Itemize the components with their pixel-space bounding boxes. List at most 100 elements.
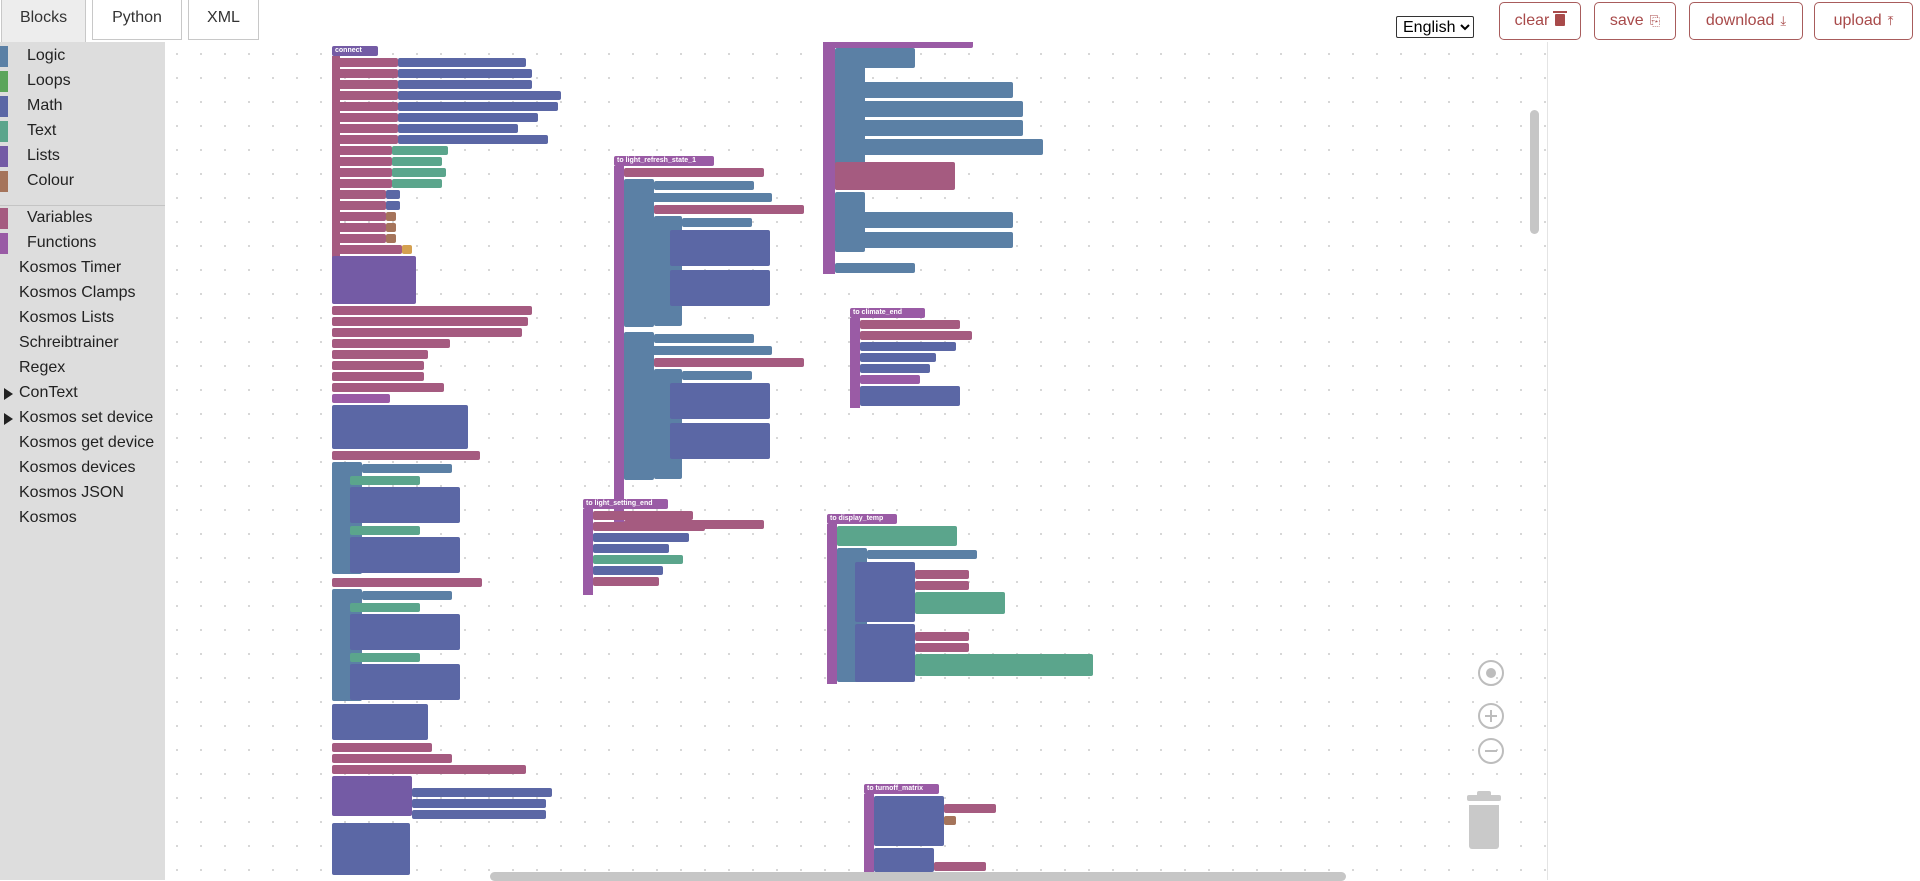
compare-return-block[interactable]	[843, 139, 1043, 155]
set-variable-block[interactable]	[332, 168, 392, 177]
blocks-workspace[interactable]: connect	[165, 42, 1547, 880]
get-uuid-block[interactable]	[398, 102, 558, 111]
category-kosmos-json[interactable]: Kosmos JSON	[0, 481, 165, 505]
set-friendly-name-block[interactable]	[332, 317, 528, 326]
category-kosmos-set-device[interactable]: Kosmos set device	[0, 406, 165, 430]
category-kosmos-get-device[interactable]: Kosmos get device	[0, 431, 165, 455]
print-block[interactable]	[837, 526, 957, 546]
condition-block[interactable]	[867, 550, 977, 559]
set-variable-block[interactable]	[593, 522, 705, 531]
condition-block[interactable]	[362, 591, 452, 600]
block-stack-light-refresh[interactable]: to light_refresh_state_1	[614, 156, 814, 536]
set-variable-block[interactable]	[332, 102, 398, 111]
block-stack-display-temp[interactable]: to display_temp	[827, 514, 1097, 684]
set-friendly-name-block[interactable]	[332, 765, 526, 774]
stop-timer-block[interactable]	[860, 353, 936, 362]
language-select[interactable]: English	[1396, 16, 1474, 38]
colour-block[interactable]	[386, 212, 396, 221]
expand-arrow-icon[interactable]	[4, 413, 13, 425]
set-variable-block[interactable]	[332, 451, 480, 460]
compare-return-block[interactable]	[843, 82, 1013, 98]
save-button[interactable]: save⎘	[1594, 2, 1676, 40]
variable-block[interactable]	[915, 581, 969, 590]
set-variable-block[interactable]	[332, 578, 482, 587]
set-variable-block[interactable]	[332, 212, 386, 221]
get-value-block[interactable]	[835, 162, 955, 190]
vertical-scrollbar[interactable]	[1530, 110, 1539, 234]
delay-block[interactable]	[593, 566, 663, 575]
text-value-block[interactable]	[392, 168, 446, 177]
set-variable-block[interactable]	[332, 190, 386, 199]
category-text[interactable]: Text	[0, 119, 165, 143]
set-variable-block[interactable]	[860, 320, 960, 329]
tab-python[interactable]: Python	[92, 0, 182, 40]
condition-block[interactable]	[642, 193, 772, 202]
create-text-block[interactable]	[915, 654, 1093, 676]
category-math[interactable]: Math	[0, 94, 165, 118]
connect-block[interactable]: connect	[332, 46, 378, 56]
set-variable-block[interactable]	[624, 168, 764, 177]
set-color-block[interactable]	[670, 423, 770, 459]
colour-block[interactable]	[944, 816, 956, 825]
call-refresh-block[interactable]	[593, 577, 659, 586]
condition-block[interactable]	[654, 334, 754, 343]
tab-blocks[interactable]: Blocks	[1, 0, 86, 42]
set-variable-block[interactable]	[654, 205, 804, 214]
category-schreibtrainer[interactable]: Schreibtrainer	[0, 331, 165, 355]
clear-button[interactable]: clear	[1499, 2, 1581, 40]
colour-block[interactable]	[402, 245, 412, 254]
variable-block[interactable]	[915, 570, 969, 579]
set-variable-block[interactable]	[332, 146, 392, 155]
category-kosmos-clamps[interactable]: Kosmos Clamps	[0, 281, 165, 305]
set-variable-block[interactable]	[332, 91, 398, 100]
category-loops[interactable]: Loops	[0, 69, 165, 93]
set-variable-block[interactable]	[332, 339, 450, 348]
variable-block[interactable]	[944, 804, 996, 813]
category-context[interactable]: ConText	[0, 381, 165, 405]
horizontal-scrollbar[interactable]	[490, 872, 1346, 881]
category-variables[interactable]: Variables	[0, 206, 165, 230]
create-list-block[interactable]	[332, 256, 416, 304]
set-variable-block[interactable]	[332, 743, 432, 752]
compare-return-block[interactable]	[843, 101, 1023, 117]
number-block[interactable]	[386, 201, 400, 210]
set-color-block[interactable]	[350, 614, 460, 650]
stop-timer-block[interactable]	[860, 342, 956, 351]
set-variable-block[interactable]	[332, 69, 398, 78]
set-variable-block[interactable]	[332, 80, 398, 89]
print-block[interactable]	[593, 555, 683, 564]
stop-timer-block[interactable]	[593, 544, 669, 553]
get-uuid-block[interactable]	[398, 124, 518, 133]
get-uuid-block[interactable]	[398, 135, 548, 144]
variable-block[interactable]	[915, 643, 969, 652]
set-variable-block[interactable]	[332, 113, 398, 122]
set-variable-block[interactable]	[332, 245, 402, 254]
function-definition-block[interactable]: to display_temp	[827, 514, 897, 524]
get-uuid-block[interactable]	[398, 80, 532, 89]
set-friendly-name-block[interactable]	[332, 328, 522, 337]
set-friendly-name-block[interactable]	[332, 306, 532, 315]
block-stack-light-setting-end[interactable]: to light_setting_end	[583, 499, 713, 595]
category-lists[interactable]: Lists	[0, 144, 165, 168]
get-uuid-block[interactable]	[398, 113, 538, 122]
if-block[interactable]	[624, 332, 654, 480]
function-definition-block[interactable]: to turnoff_matrix	[864, 784, 939, 794]
delay-block[interactable]	[860, 364, 930, 373]
set-variable-block[interactable]	[332, 135, 398, 144]
get-uuid-block[interactable]	[412, 788, 552, 797]
set-color-text-block[interactable]	[855, 624, 915, 682]
if-block[interactable]	[624, 179, 654, 327]
category-kosmos-timer[interactable]: Kosmos Timer	[0, 256, 165, 280]
set-variable-block[interactable]	[860, 331, 972, 340]
variable-block[interactable]	[915, 632, 969, 641]
stop-timer-block[interactable]	[593, 533, 689, 542]
set-color-block[interactable]	[332, 704, 428, 740]
expand-arrow-icon[interactable]	[4, 388, 13, 400]
condition-block[interactable]	[642, 346, 772, 355]
set-variable-block[interactable]	[593, 511, 693, 520]
turn-off-block[interactable]	[874, 848, 934, 872]
call-turnoff-block[interactable]	[332, 394, 390, 403]
set-variable-block[interactable]	[654, 358, 804, 367]
block-stack-turnoff-matrix[interactable]: to turnoff_matrix	[864, 784, 996, 880]
colour-block[interactable]	[386, 223, 396, 232]
